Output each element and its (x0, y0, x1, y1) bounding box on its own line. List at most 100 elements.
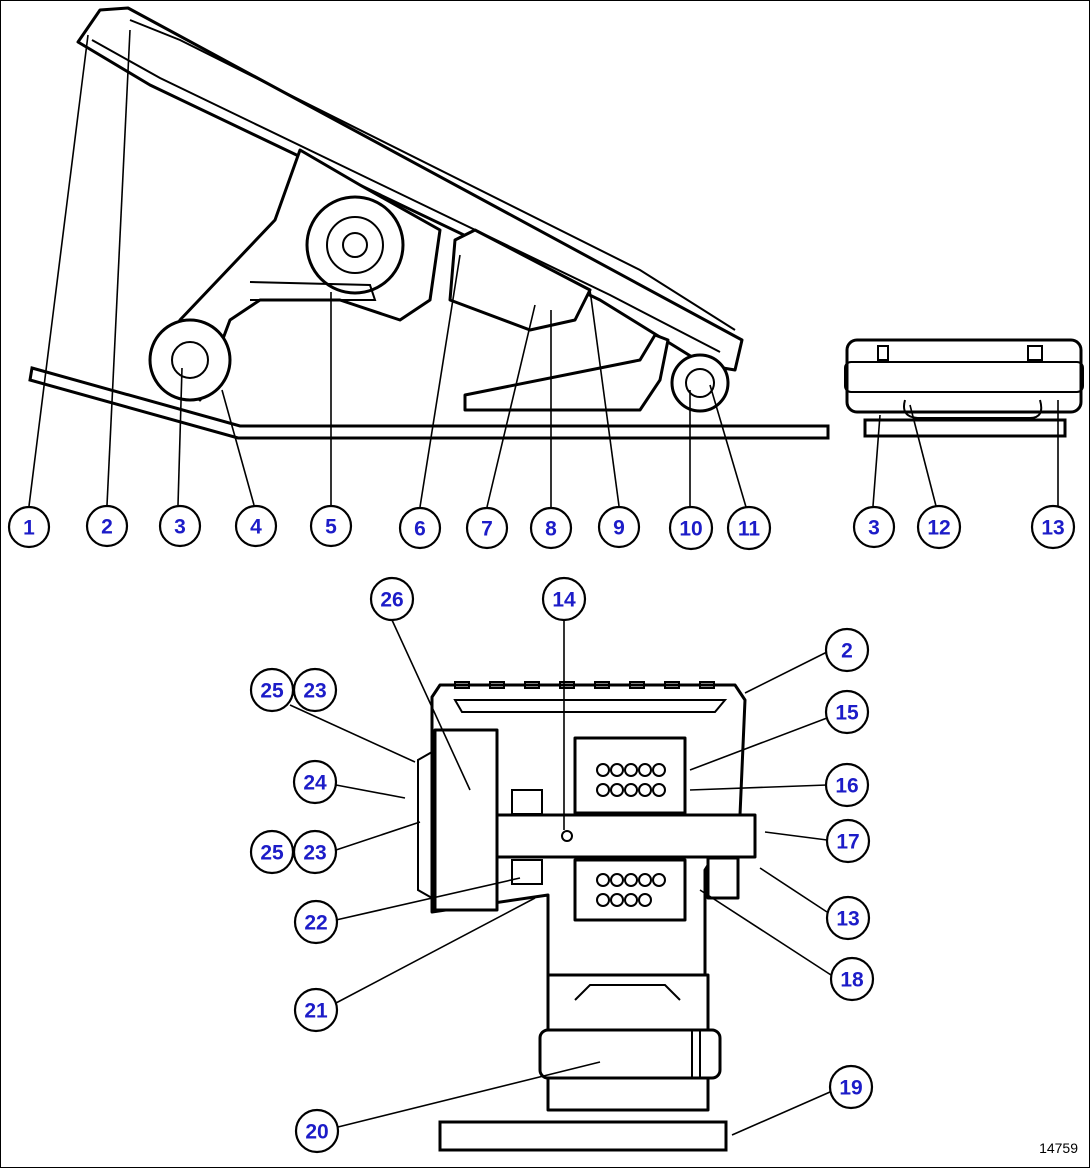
lower-bearing (511, 859, 543, 885)
callout-25-upper: 25 (249, 667, 295, 713)
callout-8: 8 (529, 506, 573, 550)
spring-coils (596, 763, 666, 907)
svg-text:7: 7 (481, 518, 493, 541)
end-view-base (863, 418, 1067, 438)
svg-text:24: 24 (303, 772, 327, 795)
housing-top-rib (453, 699, 728, 713)
housing-castellations (454, 681, 715, 689)
callout-18: 18 (829, 956, 875, 1002)
pedal-tread-edge (129, 19, 736, 331)
callout-25-lower: 25 (249, 829, 295, 875)
svg-text:6: 6 (414, 518, 426, 541)
svg-text:18: 18 (840, 969, 864, 992)
callout-7: 7 (465, 506, 509, 550)
callout-14: 14 (541, 576, 587, 622)
top-view (417, 681, 757, 1152)
callout-6: 6 (398, 506, 442, 550)
svg-text:2: 2 (101, 516, 113, 539)
upper-roller-axle (342, 232, 368, 258)
lower-pivot-pin (171, 341, 209, 379)
rear-hinge-pin (685, 368, 715, 398)
svg-text:10: 10 (679, 518, 702, 541)
pedal-tread-rib (91, 39, 721, 353)
svg-text:19: 19 (839, 1077, 862, 1100)
svg-text:26: 26 (380, 589, 403, 612)
shaft-nut (706, 856, 740, 900)
callout-22: 22 (293, 899, 339, 945)
svg-text:12: 12 (927, 517, 950, 540)
main-shaft (495, 813, 757, 859)
side-cover (433, 728, 499, 912)
spring-housing (448, 228, 592, 332)
end-cap (417, 750, 433, 900)
callout-23-upper: 23 (292, 667, 338, 713)
callout-3: 3 (158, 504, 202, 548)
lower-pivot (148, 318, 232, 402)
callout-20: 20 (294, 1108, 340, 1154)
svg-text:13: 13 (1041, 517, 1064, 540)
side-view (28, 6, 830, 440)
callout-26: 26 (369, 576, 415, 622)
end-view-body (845, 338, 1083, 414)
callout-4: 4 (234, 504, 278, 548)
rear-hinge (670, 353, 730, 413)
end-view-band (844, 361, 1084, 393)
svg-text:16: 16 (835, 775, 858, 798)
link-arm (249, 281, 377, 301)
lever-notch (574, 984, 681, 1001)
callout-13-end-view: 13 (1030, 504, 1076, 550)
svg-text:20: 20 (305, 1121, 328, 1144)
svg-text:22: 22 (304, 912, 327, 935)
lower-spring-stack (573, 858, 687, 922)
roller-collar (691, 1029, 701, 1079)
callout-2-top-view: 2 (824, 627, 870, 673)
svg-text:23: 23 (303, 842, 326, 865)
callout-1: 1 (7, 505, 51, 549)
figure-number: 14759 (1039, 1140, 1078, 1156)
svg-text:25: 25 (260, 842, 284, 865)
callout-15: 15 (824, 689, 870, 735)
end-view-bolt-left (877, 345, 889, 361)
svg-text:13: 13 (836, 908, 859, 931)
pedal-tread (76, 6, 744, 372)
svg-text:23: 23 (303, 680, 326, 703)
upper-bearing (511, 789, 543, 815)
callout-11: 11 (726, 505, 772, 551)
callout-12: 12 (916, 504, 962, 550)
svg-text:15: 15 (835, 702, 859, 725)
svg-text:21: 21 (304, 1000, 328, 1023)
callout-3-end-view: 3 (852, 505, 896, 549)
svg-text:4: 4 (250, 516, 262, 539)
svg-text:11: 11 (738, 518, 761, 541)
upper-roller-inner (326, 216, 384, 274)
callout-13-top-view: 13 (825, 895, 871, 941)
shaft-pin (561, 830, 573, 842)
callout-2: 2 (85, 504, 129, 548)
callout-19: 19 (828, 1064, 874, 1110)
svg-text:5: 5 (325, 516, 337, 539)
svg-text:3: 3 (174, 516, 186, 539)
callout-16: 16 (824, 762, 870, 808)
end-view (844, 338, 1084, 438)
callout-9: 9 (597, 505, 641, 549)
side-base-plate (28, 366, 830, 440)
leader-lines (28, 29, 1059, 1136)
callout-24: 24 (292, 759, 338, 805)
callout-17: 17 (825, 818, 871, 864)
svg-text:14: 14 (552, 589, 576, 612)
end-view-bolt-right (1027, 345, 1043, 361)
upper-roller (305, 195, 405, 295)
svg-text:9: 9 (613, 517, 625, 540)
callout-5: 5 (309, 504, 353, 548)
svg-text:17: 17 (836, 831, 859, 854)
callout-21: 21 (293, 987, 339, 1033)
callout-10: 10 (668, 505, 714, 551)
end-view-spring (903, 399, 1043, 419)
callout-23-lower: 23 (292, 829, 338, 875)
svg-text:3: 3 (868, 517, 880, 540)
svg-text:25: 25 (260, 680, 284, 703)
return-spring-bracket (463, 333, 670, 412)
svg-text:1: 1 (23, 517, 35, 540)
svg-text:2: 2 (841, 640, 853, 663)
